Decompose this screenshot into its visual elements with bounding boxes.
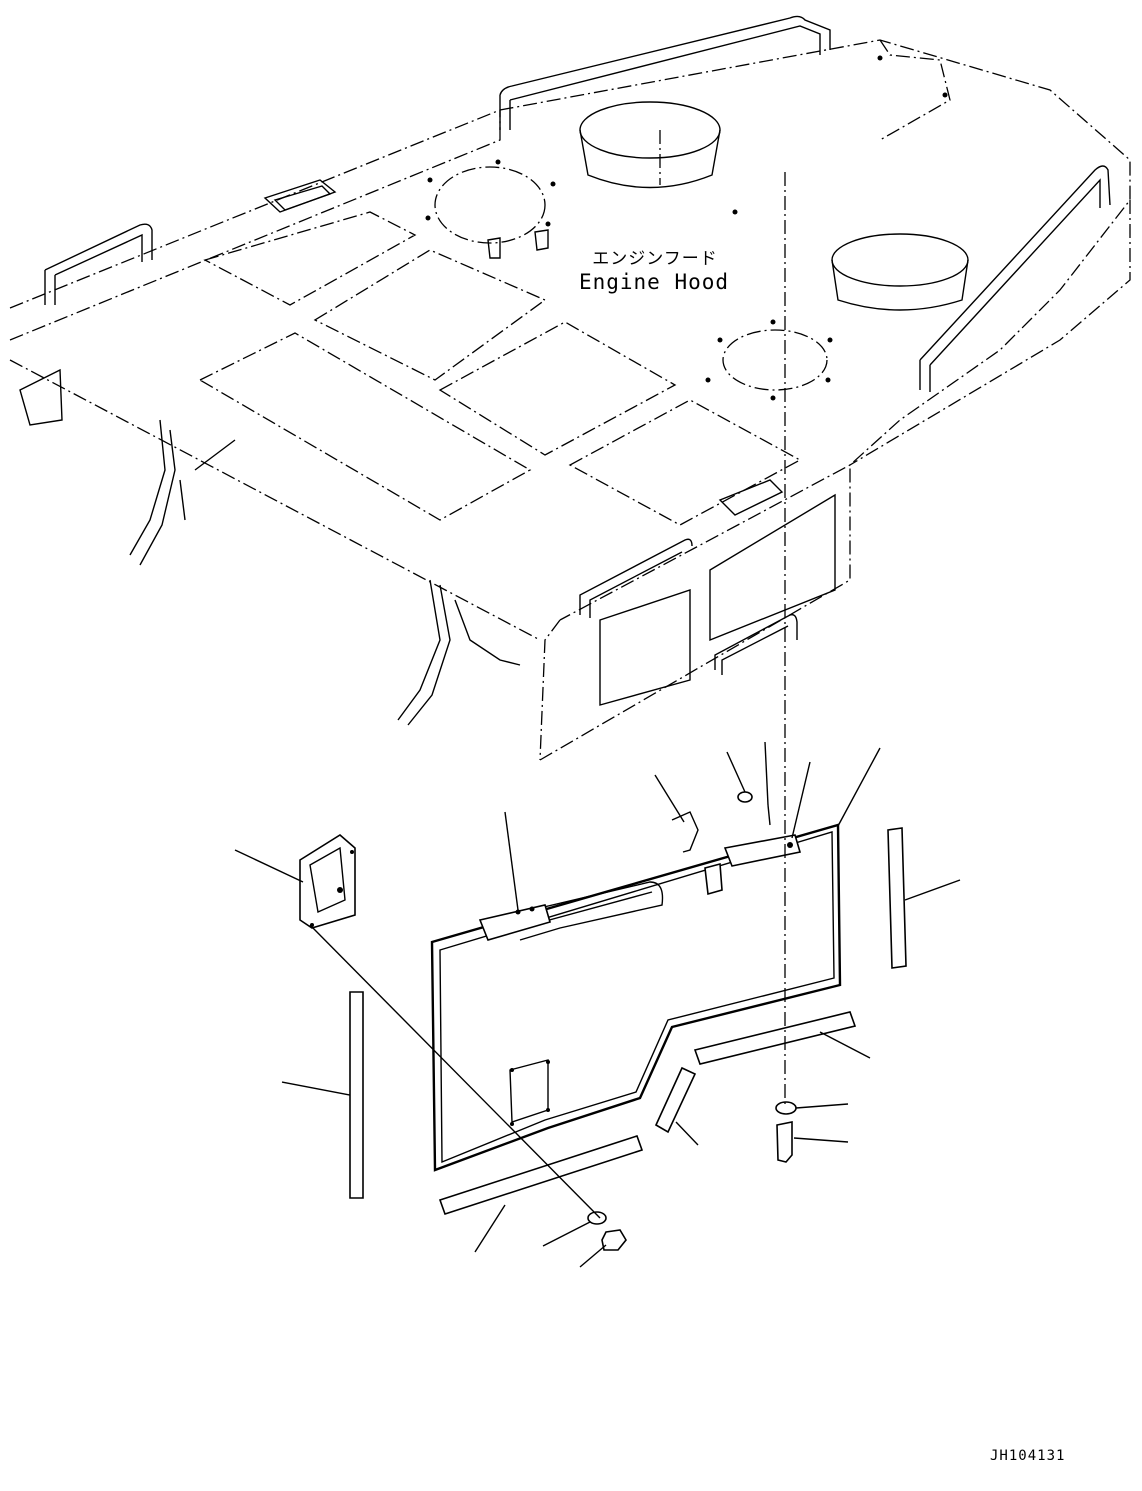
- rear-grille-opening: [709, 493, 836, 642]
- rear-grille-opening: [599, 589, 691, 706]
- washer-bottom: [775, 1101, 797, 1115]
- door-latch: [704, 862, 723, 896]
- engine-hood-label-jp: エンジンフード: [592, 249, 718, 269]
- seal-strip-bottom-right: [693, 1011, 857, 1065]
- washer: [737, 791, 753, 803]
- lock-plate: [509, 1059, 549, 1123]
- hood-circular-opening: [434, 166, 546, 244]
- seal-strip-right: [887, 827, 907, 969]
- hood-bolt-holes: [425, 55, 948, 401]
- right-hinge: [723, 834, 802, 867]
- hood-panel-opening: [198, 332, 532, 521]
- lock-box: [299, 834, 356, 929]
- seal-strip-bottom: [438, 1134, 644, 1216]
- door-assembly: [299, 172, 907, 1251]
- latch-rod: [671, 811, 699, 853]
- seal-strip-left: [349, 991, 364, 1199]
- washer-lower: [587, 1211, 607, 1225]
- leader-lines: [234, 741, 961, 1268]
- door-handle: [509, 881, 664, 941]
- cotter-pin: [767, 804, 771, 826]
- hood-panel-opening: [313, 249, 547, 381]
- door-frame: [430, 823, 842, 1172]
- hood-panel-opening: [438, 321, 677, 456]
- bolt-bottom: [776, 1121, 793, 1163]
- engine-hood-label-en: Engine Hood: [578, 270, 730, 294]
- air-stack: [831, 233, 969, 287]
- exhaust-stack: [579, 101, 721, 159]
- hood-panel-opening: [568, 399, 802, 526]
- left-hinge: [478, 904, 551, 941]
- hood-circular-opening: [722, 329, 828, 391]
- engine-hood-assembly: [9, 15, 1131, 761]
- hood-panel-opening: [203, 211, 417, 306]
- nut-lower: [601, 1229, 627, 1251]
- seal-strip-diagonal: [654, 1066, 697, 1134]
- drawing-code: JH104131: [990, 1448, 1066, 1464]
